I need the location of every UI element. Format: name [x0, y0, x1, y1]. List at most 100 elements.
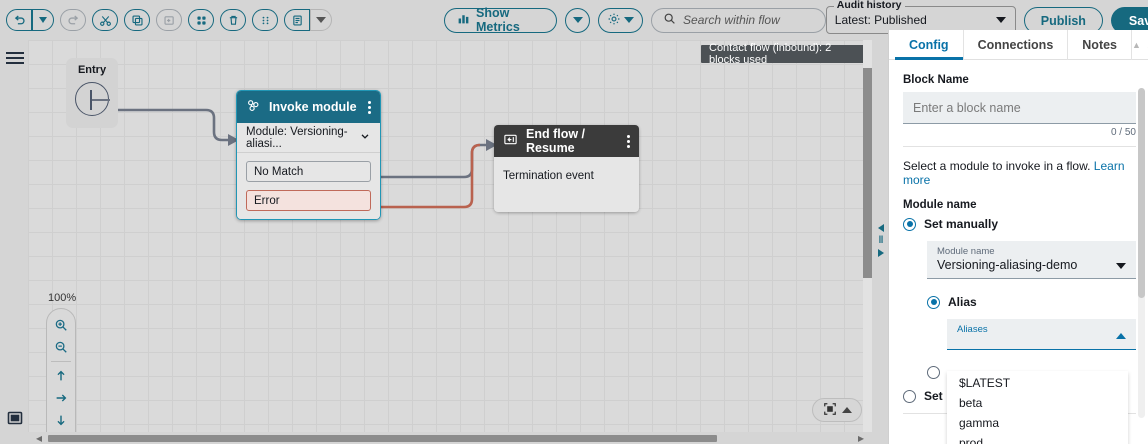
- chevron-down-icon: [1116, 263, 1126, 269]
- panel-collapse-handle[interactable]: ‖: [874, 218, 888, 262]
- copy-icon[interactable]: [124, 9, 150, 31]
- node-end-flow-resume-header[interactable]: End flow / Resume: [494, 125, 639, 157]
- zoom-level-label: 100%: [48, 292, 77, 304]
- collapse-left-icon[interactable]: [878, 223, 884, 232]
- undo-split-button: [6, 9, 54, 31]
- toggle-panel-icon[interactable]: [6, 409, 24, 427]
- pan-right-icon[interactable]: [49, 387, 73, 409]
- alias-option-prod[interactable]: prod: [959, 436, 984, 444]
- radio-version[interactable]: [927, 366, 1136, 379]
- node-invoke-module[interactable]: Invoke module Module: Versioning-aliasi.…: [236, 90, 381, 220]
- settings-menu-button[interactable]: [598, 7, 644, 33]
- block-name-input[interactable]: Enter a block name: [903, 92, 1136, 124]
- undo-icon[interactable]: [6, 9, 32, 31]
- toolbar-center-group: Show Metrics Search within fl: [444, 6, 826, 34]
- resize-handle-icon-2[interactable]: ▲: [1146, 40, 1148, 50]
- module-name-select[interactable]: Module name Versioning-aliasing-demo: [927, 241, 1136, 279]
- alias-select-label: Aliases: [957, 324, 988, 335]
- radio-set-manually-label: Set manually: [924, 217, 999, 231]
- node-branch-no-match[interactable]: No Match: [246, 161, 371, 182]
- node-module-row-label: Module: Versioning-aliasi...: [246, 125, 348, 150]
- node-invoke-module-body: Module: Versioning-aliasi... No Match Er…: [237, 123, 380, 219]
- node-end-flow-resume[interactable]: End flow / Resume Termination event: [494, 125, 639, 212]
- entry-port-icon: [75, 82, 110, 116]
- chevron-up-icon: [1116, 333, 1126, 339]
- hscroll-track[interactable]: [42, 434, 858, 442]
- radio-alias-label: Alias: [948, 295, 977, 309]
- collapse-up-icon[interactable]: [841, 407, 852, 413]
- node-invoke-module-header[interactable]: Invoke module: [237, 91, 380, 123]
- bar-chart-icon: [457, 12, 470, 28]
- redo-icon[interactable]: [60, 9, 86, 31]
- resize-handle-icon-1[interactable]: ▲: [1132, 39, 1141, 50]
- module-name-heading: Module name: [903, 199, 977, 211]
- alias-option-beta[interactable]: beta: [959, 396, 983, 410]
- zoom-in-icon[interactable]: [49, 314, 73, 336]
- distribute-dots-icon[interactable]: [252, 9, 278, 31]
- block-name-counter: 0 / 50: [1110, 127, 1136, 138]
- pan-down-icon[interactable]: [49, 409, 73, 431]
- chevron-down-icon: [359, 130, 371, 145]
- entry-node[interactable]: Entry: [66, 58, 118, 128]
- radio-set-dynamically-control[interactable]: [903, 389, 916, 403]
- canvas-horizontal-scrollbar[interactable]: ◀ ▶: [28, 432, 872, 444]
- flow-canvas[interactable]: Entry Invoke module Module: Versioning-a…: [28, 40, 872, 436]
- node-branch-error[interactable]: Error: [246, 190, 371, 211]
- tab-notes[interactable]: Notes: [1068, 29, 1133, 60]
- radio-version-control[interactable]: [927, 366, 940, 379]
- module-name-select-value: Versioning-aliasing-demo: [937, 258, 1078, 272]
- audit-history-legend: Audit history: [833, 0, 905, 11]
- alias-option-latest[interactable]: $LATEST: [959, 376, 1011, 390]
- zoom-out-icon[interactable]: [49, 336, 73, 358]
- resize-grip-icon[interactable]: ‖: [878, 234, 884, 246]
- panel-divider-1: [903, 146, 1136, 147]
- panel-scrollbar[interactable]: [1138, 88, 1145, 418]
- hamburger-menu-icon[interactable]: [6, 52, 24, 70]
- collapse-right-icon[interactable]: [878, 248, 884, 257]
- node-invoke-module-menu-icon[interactable]: [368, 99, 371, 116]
- learn-more-link[interactable]: Learn more: [903, 159, 1125, 187]
- pan-up-icon[interactable]: [49, 365, 73, 387]
- chevron-down-icon: [995, 17, 1006, 23]
- scroll-right-icon[interactable]: ▶: [857, 433, 864, 443]
- tab-config[interactable]: Config: [895, 29, 964, 60]
- block-name-label: Block Name: [903, 74, 969, 86]
- canvas-vertical-scrollbar[interactable]: [863, 40, 872, 436]
- show-metrics-menu-button[interactable]: [565, 7, 591, 33]
- search-input[interactable]: Search within flow: [651, 7, 826, 33]
- node-end-flow-resume-menu-icon[interactable]: [627, 133, 630, 150]
- save-button[interactable]: Save: [1110, 7, 1148, 34]
- radio-set-manually[interactable]: Set manually: [903, 217, 1136, 231]
- radio-set-manually-control[interactable]: [903, 217, 916, 231]
- radio-set-dynamically-label: Set: [924, 389, 943, 403]
- save-split-button: Save: [1110, 7, 1148, 34]
- note-icon[interactable]: [284, 9, 310, 31]
- node-module-row[interactable]: Module: Versioning-aliasi...: [237, 123, 380, 153]
- audit-history-value: Latest: Published: [834, 13, 927, 27]
- radio-alias[interactable]: Alias: [927, 295, 1136, 309]
- canvas-fit-controls: [812, 398, 862, 422]
- module-name-select-label: Module name: [937, 246, 995, 257]
- panel-resize-handles[interactable]: ▲ ▲: [1132, 40, 1148, 50]
- paste-icon[interactable]: [156, 9, 182, 31]
- undo-menu-caret-down-icon[interactable]: [32, 9, 54, 31]
- notes-menu-caret-down-icon[interactable]: [310, 9, 332, 31]
- panel-scrollbar-thumb[interactable]: [1138, 88, 1145, 298]
- trash-icon[interactable]: [220, 9, 246, 31]
- hscroll-thumb[interactable]: [48, 434, 718, 442]
- show-metrics-button[interactable]: Show Metrics: [444, 6, 558, 34]
- scroll-left-icon[interactable]: ◀: [36, 433, 43, 443]
- publish-button[interactable]: Publish: [1023, 7, 1103, 34]
- alias-dropdown-list[interactable]: $LATEST beta gamma prod pre-prod: [947, 371, 1128, 444]
- node-end-flow-resume-title: End flow / Resume: [526, 127, 586, 155]
- scissors-icon[interactable]: [92, 9, 118, 31]
- gear-icon: [607, 12, 621, 29]
- dots-grid-icon[interactable]: [188, 9, 214, 31]
- fit-to-screen-icon[interactable]: [823, 402, 837, 419]
- radio-set-dynamically[interactable]: Set: [903, 389, 1136, 403]
- alias-option-gamma[interactable]: gamma: [959, 416, 1000, 430]
- search-icon: [663, 12, 676, 28]
- tab-connections[interactable]: Connections: [964, 29, 1069, 60]
- radio-alias-control[interactable]: [927, 295, 940, 309]
- alias-select[interactable]: Aliases: [947, 319, 1136, 350]
